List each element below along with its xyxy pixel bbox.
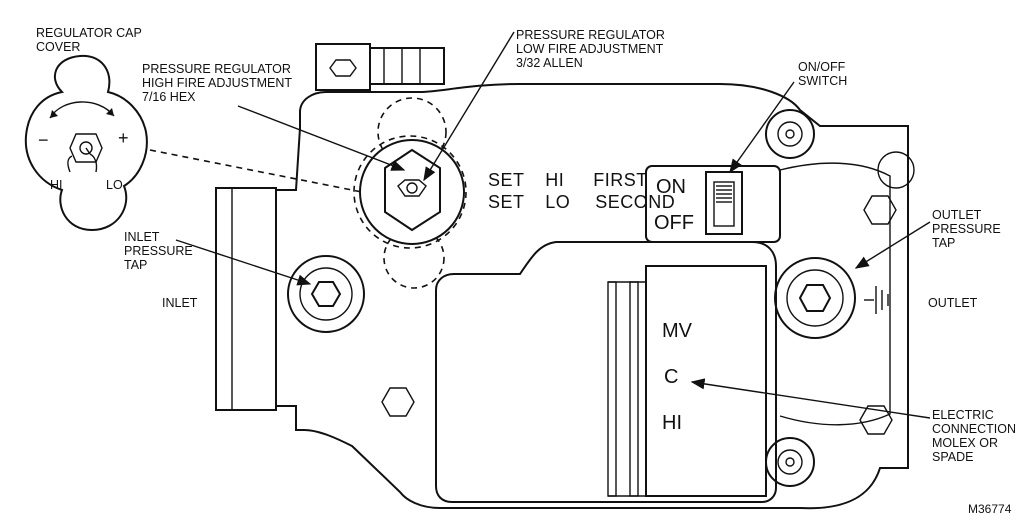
outlet-pressure-tap-shape (774, 257, 856, 339)
hi-word: HI (545, 170, 565, 190)
low-fire-adjustment-label: PRESSURE REGULATOR LOW FIRE ADJUSTMENT 3… (516, 28, 665, 70)
regulator-cap-cover-shape (24, 54, 148, 232)
label-line: MOLEX OR (932, 436, 998, 450)
set-hi-first-row: SET HI FIRST (488, 170, 648, 190)
outlet-pressure-tap-label: OUTLET PRESSURE TAP (932, 208, 1001, 250)
terminal-c: C (664, 366, 679, 388)
switch-off-label: OFF (654, 212, 694, 234)
valve-body (215, 43, 909, 510)
label-line: PRESSURE (124, 244, 193, 258)
label-line: TAP (124, 258, 148, 272)
lo-word: LO (545, 192, 571, 212)
label-line: HIGH FIRE ADJUSTMENT (142, 76, 293, 90)
set-word: SET (488, 192, 525, 212)
label-line: SPADE (932, 450, 974, 464)
cap-projection-line (149, 149, 363, 193)
figure-id: M36774 (968, 502, 1012, 516)
label-line: REGULATOR CAP (36, 26, 142, 40)
high-fire-adjustment-label: PRESSURE REGULATOR HIGH FIRE ADJUSTMENT … (142, 62, 292, 104)
leader-lines (175, 31, 931, 419)
pressure-regulator-adjustment (353, 97, 467, 289)
ground-symbol (864, 286, 889, 314)
terminal-hi: HI (662, 412, 682, 434)
outlet-label: OUTLET (928, 296, 978, 310)
label-line: CONNECTION (932, 422, 1017, 436)
label-line: SWITCH (798, 74, 848, 88)
label-line: 3/32 ALLEN (516, 56, 583, 70)
on-off-switch-label: ON/OFF SWITCH (798, 60, 847, 88)
inlet-pressure-tap-shape (287, 255, 365, 333)
terminal-mv: MV (662, 320, 692, 342)
label-line: INLET (124, 230, 160, 244)
set-word: SET (488, 170, 525, 190)
inlet-label: INLET (162, 296, 198, 310)
label-line: OUTLET (932, 208, 982, 222)
connector-pocket (435, 241, 777, 503)
label-line: LOW FIRE ADJUSTMENT (516, 42, 664, 56)
cap-lo-label: LO (106, 178, 123, 192)
cap-hi-label: HI (50, 178, 63, 192)
label-line: ELECTRIC (932, 408, 994, 422)
label-line: PRESSURE REGULATOR (516, 28, 665, 42)
label-line: TAP (932, 236, 956, 250)
inlet-pressure-tap-label: INLET PRESSURE TAP (124, 230, 193, 272)
regulator-cap-cover-label: REGULATOR CAP COVER (36, 26, 142, 54)
label-line: COVER (36, 40, 81, 54)
switch-on-label: ON (656, 176, 686, 198)
cap-plus-sign: + (118, 128, 130, 148)
label-line: 7/16 HEX (142, 90, 196, 104)
second-word: SECOND (595, 192, 676, 212)
first-word: FIRST (593, 170, 648, 190)
set-lo-second-row: SET LO SECOND (488, 192, 675, 212)
electric-connection-label: ELECTRIC CONNECTION MOLEX OR SPADE (932, 408, 1016, 464)
cap-minus-sign: − (38, 130, 50, 150)
on-off-switch-shape (645, 165, 781, 243)
mounting-screws (381, 109, 915, 487)
label-line: PRESSURE (932, 222, 1001, 236)
label-line: PRESSURE REGULATOR (142, 62, 291, 76)
label-line: ON/OFF (798, 60, 846, 74)
